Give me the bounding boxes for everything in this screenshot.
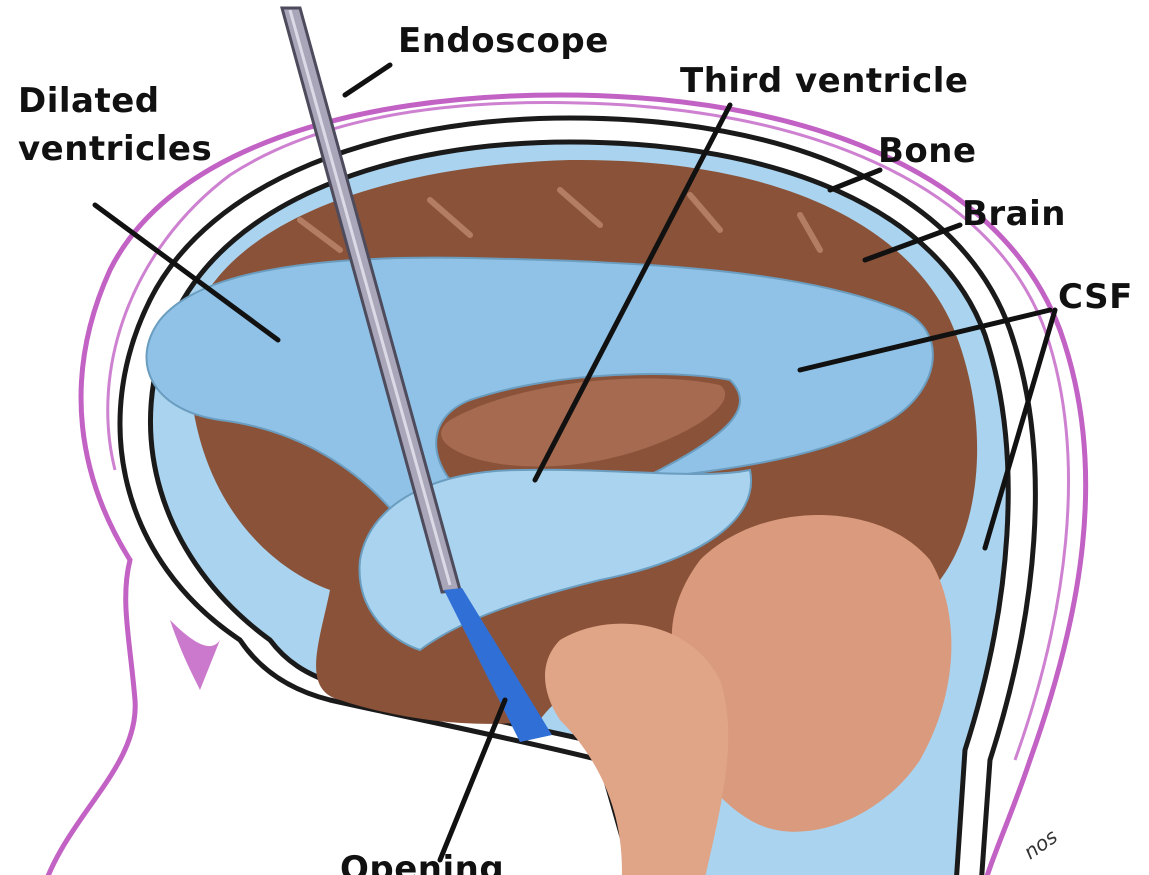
label-third-ventricle: Third ventricle	[680, 61, 968, 101]
label-csf: CSF	[1058, 277, 1133, 317]
label-dilated-line1: Dilated	[18, 81, 160, 121]
label-dilated-line2: ventricles	[18, 129, 212, 169]
artist-signature: nos	[1019, 824, 1062, 864]
eye-icon	[170, 620, 220, 690]
label-endoscope: Endoscope	[398, 21, 609, 61]
label-opening: Opening	[340, 849, 504, 875]
label-bone: Bone	[878, 131, 977, 171]
label-brain: Brain	[962, 194, 1066, 234]
leader-endoscope	[345, 65, 390, 95]
